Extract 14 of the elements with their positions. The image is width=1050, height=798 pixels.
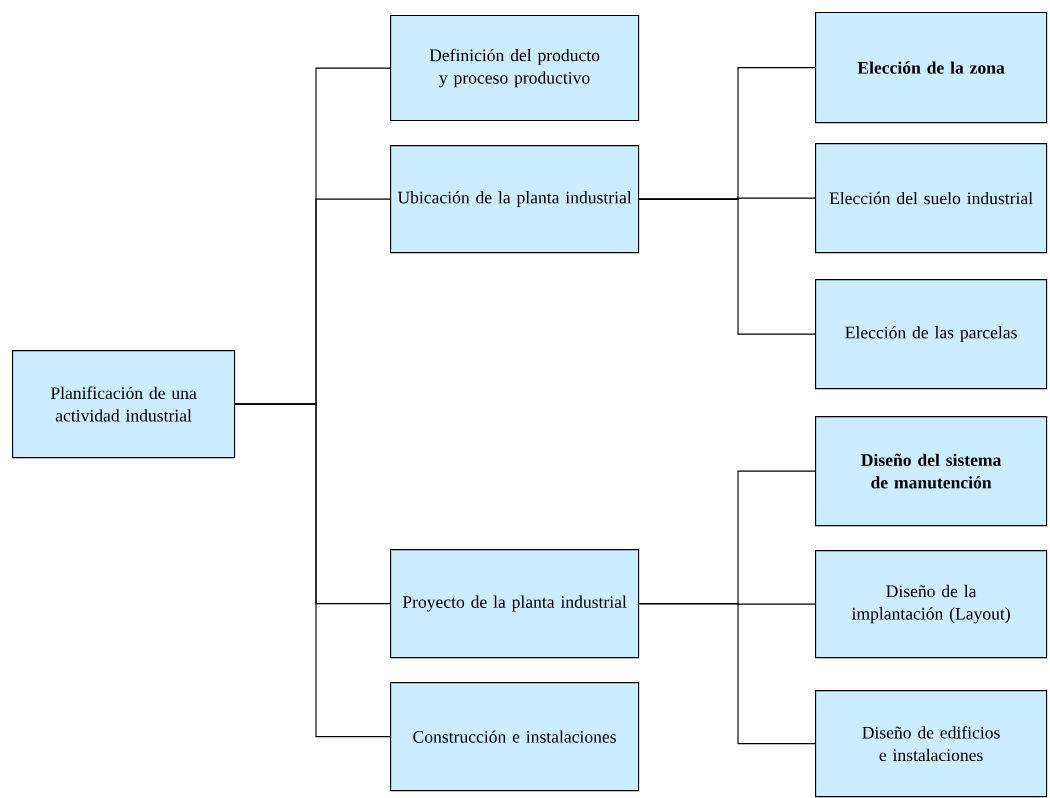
process-box: Diseño de edificios e instalaciones — [815, 690, 1048, 798]
process-box: Elección del suelo industrial — [815, 143, 1048, 254]
process-box: Diseño del sistema de manutención — [815, 416, 1048, 527]
connector-line — [638, 603, 816, 745]
process-box: Planificación de una actividad industrial — [12, 350, 236, 459]
process-box: Proyecto de la planta industrial — [390, 549, 640, 659]
connector-line — [638, 198, 816, 335]
process-box: Elección de la zona — [815, 12, 1048, 124]
process-box: Construcción e instalaciones — [390, 682, 640, 792]
connector-line — [234, 403, 391, 738]
process-box: Elección de las parcelas — [815, 279, 1048, 390]
process-box: Ubicación de la planta industrial — [390, 145, 640, 254]
process-box: Definición del producto y proceso productivo — [390, 15, 640, 122]
process-box: Diseño de la implantación (Layout) — [815, 550, 1048, 659]
